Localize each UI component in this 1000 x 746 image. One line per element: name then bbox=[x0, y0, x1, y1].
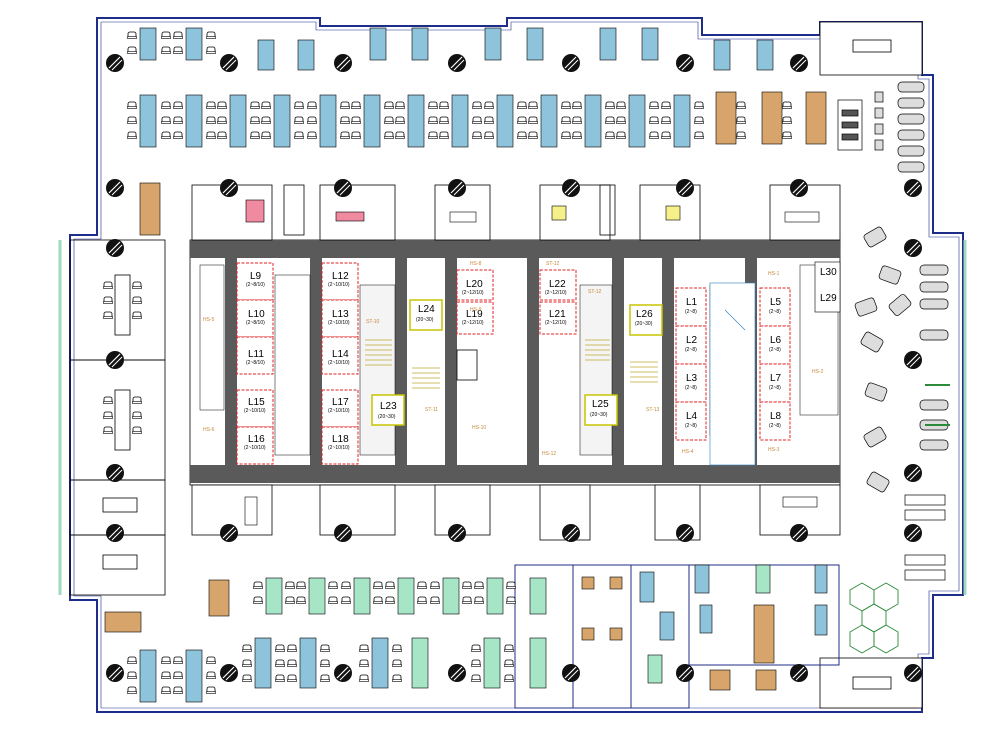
zone-label-12: HS-1 bbox=[768, 271, 780, 277]
meeting-pods bbox=[236, 262, 791, 465]
room-cap-l12: (2~10/10) bbox=[328, 282, 350, 288]
room-cap-l26: (20~30) bbox=[635, 321, 653, 327]
room-cap-l5: (2~8) bbox=[769, 309, 781, 315]
zone-label-5: HS-8 bbox=[470, 261, 482, 267]
room-label-l9: L9 bbox=[250, 271, 262, 282]
room-label-l10: L10 bbox=[248, 309, 265, 320]
room-label-l30: L30 bbox=[820, 267, 837, 278]
zone-label-9: HS-12 bbox=[542, 451, 557, 457]
room-label-l29: L29 bbox=[820, 293, 837, 304]
room-label-l25: L25 bbox=[592, 399, 609, 410]
room-label-l19: L19 bbox=[466, 309, 483, 320]
room-cap-l24: (20~30) bbox=[416, 317, 434, 323]
hex-planters bbox=[849, 582, 899, 654]
room-cap-l18: (2~10/10) bbox=[328, 445, 350, 451]
room-cap-l3: (2~8) bbox=[685, 385, 697, 391]
room-cap-l17: (2~10/10) bbox=[328, 408, 350, 414]
room-label-l7: L7 bbox=[770, 373, 782, 384]
room-cap-l10: (2~8/10) bbox=[246, 320, 265, 326]
room-cap-l4: (2~8) bbox=[685, 423, 697, 429]
room-cap-l19: (2~12/10) bbox=[462, 320, 484, 326]
room-cap-l1: (2~8) bbox=[685, 309, 697, 315]
room-cap-l20: (2~12/10) bbox=[462, 290, 484, 296]
zone-label-3: ST-10 bbox=[366, 319, 380, 325]
room-label-l5: L5 bbox=[770, 297, 782, 308]
room-label-l26: L26 bbox=[636, 309, 653, 320]
desks-second-row bbox=[139, 91, 827, 236]
desks-north-row bbox=[139, 27, 774, 71]
zone-label-1: HS-5 bbox=[203, 317, 215, 323]
room-cap-l16: (2~10/10) bbox=[244, 445, 266, 451]
zone-label-10: HS-4 bbox=[682, 449, 694, 455]
room-label-l23: L23 bbox=[380, 401, 397, 412]
room-cap-l8: (2~8) bbox=[769, 423, 781, 429]
zone-label-6: HS-10 bbox=[472, 425, 487, 431]
zone-label-2: HS-6 bbox=[203, 427, 215, 433]
building-outline bbox=[69, 17, 964, 713]
zone-label-14: HS-9 bbox=[470, 307, 482, 313]
zone-label-15: ST-12 bbox=[546, 261, 560, 267]
room-label-l20: L20 bbox=[466, 279, 483, 290]
room-cap-l22: (2~12/10) bbox=[545, 290, 567, 296]
room-label-l1: L1 bbox=[686, 297, 698, 308]
room-cap-l23: (20~30) bbox=[378, 414, 396, 420]
room-cap-l2: (2~8) bbox=[685, 347, 697, 353]
stairs bbox=[365, 339, 658, 389]
room-label-l6: L6 bbox=[770, 335, 782, 346]
lounge-area bbox=[837, 81, 949, 493]
room-label-l16: L16 bbox=[248, 434, 265, 445]
room-cap-l21: (2~12/10) bbox=[545, 320, 567, 326]
room-label-l3: L3 bbox=[686, 373, 698, 384]
phone-booths bbox=[371, 299, 663, 426]
room-label-l17: L17 bbox=[332, 397, 349, 408]
room-label-l14: L14 bbox=[332, 349, 349, 360]
room-cap-l15: (2~10/10) bbox=[244, 408, 266, 414]
room-cap-l14: (2~10/10) bbox=[328, 360, 350, 366]
zone-label-11: HS-2 bbox=[812, 369, 824, 375]
room-label-l24: L24 bbox=[418, 304, 435, 315]
room-label-l18: L18 bbox=[332, 434, 349, 445]
room-cap-l13: (2~10/10) bbox=[328, 320, 350, 326]
room-cap-l11: (2~8/10) bbox=[246, 360, 265, 366]
room-cap-l6: (2~8) bbox=[769, 347, 781, 353]
room-cap-l9: (2~8/10) bbox=[246, 282, 265, 288]
room-label-l21: L21 bbox=[549, 309, 566, 320]
room-label-l4: L4 bbox=[686, 411, 698, 422]
zone-label-13: HS-3 bbox=[768, 447, 780, 453]
room-label-l8: L8 bbox=[770, 411, 782, 422]
room-label-l15: L15 bbox=[248, 397, 265, 408]
zone-label-8: ST-13 bbox=[646, 407, 660, 413]
room-label-l2: L2 bbox=[686, 335, 698, 346]
room-label-l11: L11 bbox=[248, 349, 264, 360]
desks-south-rows bbox=[104, 564, 828, 703]
workstation-cluster-east bbox=[904, 494, 946, 581]
zone-label-4: ST-11 bbox=[425, 407, 438, 413]
room-cap-l7: (2~8) bbox=[769, 385, 781, 391]
room-label-l13: L13 bbox=[332, 309, 349, 320]
west-conference-rooms bbox=[69, 239, 166, 596]
room-label-l12: L12 bbox=[332, 271, 349, 282]
zone-label-7: ST-12 bbox=[588, 289, 602, 295]
room-cap-l25: (20~30) bbox=[590, 412, 608, 418]
room-label-l22: L22 bbox=[549, 279, 566, 290]
